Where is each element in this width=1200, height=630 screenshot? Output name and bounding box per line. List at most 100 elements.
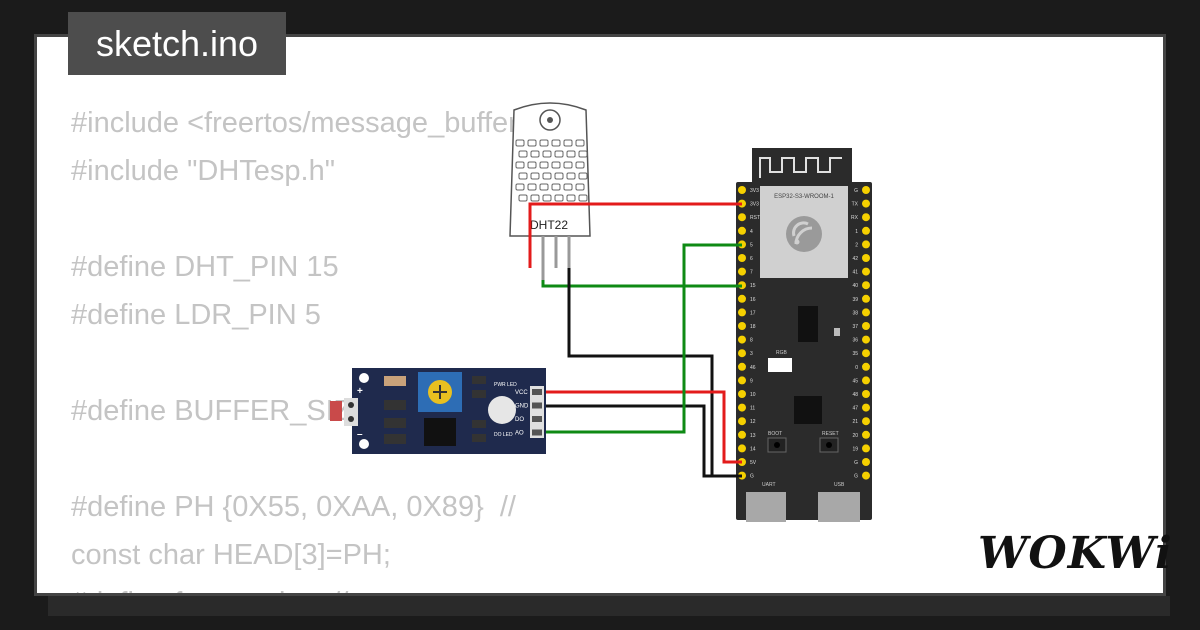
- esp-pin-right[interactable]: [862, 322, 870, 330]
- esp-pin-label: 38: [852, 310, 858, 316]
- esp-pin-right[interactable]: [862, 213, 870, 222]
- boot-button-label: BOOT: [768, 431, 782, 437]
- wire-ldr-vcc[interactable]: [546, 390, 742, 464]
- wires: [528, 202, 742, 478]
- esp-pin-right[interactable]: [862, 254, 870, 262]
- esp-pin-right[interactable]: [862, 458, 870, 466]
- esp-pin-right[interactable]: [862, 294, 870, 303]
- esp-pin-left[interactable]: [738, 226, 746, 235]
- esp-pin-right[interactable]: [862, 403, 870, 412]
- esp-pin-label: 10: [750, 392, 756, 398]
- esp-pin-right[interactable]: [862, 349, 870, 358]
- esp-pin-label: 12: [750, 419, 756, 425]
- uart-usb-port: [746, 492, 786, 522]
- esp-pin-left[interactable]: [738, 335, 746, 344]
- rgb-led: [768, 358, 792, 372]
- esp-pin-left[interactable]: [738, 213, 746, 222]
- esp-pin-label: 3V3: [750, 202, 759, 208]
- esp-pin-left[interactable]: [738, 403, 746, 412]
- esp-pin-left[interactable]: [738, 376, 746, 385]
- esp-pin-label: 16: [750, 297, 756, 303]
- esp-pin-right[interactable]: [862, 335, 870, 344]
- esp-pin-right[interactable]: [862, 308, 870, 317]
- ldr-pin[interactable]: [532, 402, 542, 409]
- esp-pin-right[interactable]: [862, 376, 870, 385]
- esp32-s3-board[interactable]: ESP32-S3-WROOM-1 RGB BOOT RESET UART USB…: [736, 148, 872, 522]
- esp-pin-left[interactable]: [738, 267, 746, 276]
- pwr-led-label: PWR LED: [494, 382, 517, 388]
- esp-pin-label: RX: [851, 215, 859, 221]
- module-label: ESP32-S3-WROOM-1: [774, 194, 834, 200]
- esp-pin-label: G: [854, 188, 858, 194]
- code-editor: #include <freertos/message_buffer.h> #inc…: [71, 99, 558, 593]
- esp-pin-right[interactable]: [862, 471, 870, 480]
- esp-pin-label: 0: [855, 365, 858, 371]
- ldr-pin[interactable]: [532, 389, 542, 395]
- card-shadow: [48, 596, 1170, 616]
- wire-ldr-gnd[interactable]: [546, 404, 742, 478]
- esp-pin-left[interactable]: [738, 349, 746, 358]
- esp-pin-left[interactable]: [738, 254, 746, 262]
- file-tab[interactable]: sketch.ino: [68, 12, 286, 75]
- esp-pin-right[interactable]: [862, 226, 870, 235]
- code-line: const char HEAD[3]=PH;: [71, 539, 391, 571]
- esp-pin-label: 36: [852, 338, 858, 344]
- esp-pin-left[interactable]: [738, 322, 746, 330]
- usb-port: [818, 492, 860, 522]
- esp-pin-label: 48: [852, 392, 858, 398]
- esp-pin-label: 6: [750, 256, 753, 262]
- rgb-label: RGB: [776, 350, 788, 356]
- esp-pin-label: 5V: [750, 460, 757, 466]
- esp-pin-label: 5: [750, 242, 753, 248]
- code-line: #include "DHTesp.h": [71, 155, 336, 187]
- wire-dht-vcc[interactable]: [528, 202, 742, 268]
- esp-pin-left[interactable]: [738, 308, 746, 317]
- esp-pin-left[interactable]: [738, 444, 746, 453]
- esp-pin-left[interactable]: [738, 362, 746, 371]
- code-line: #define LDR_PIN 5: [71, 299, 321, 331]
- esp-pin-label: 2: [855, 242, 858, 248]
- esp-pin-label: 37: [852, 324, 858, 330]
- pwr-led: [488, 396, 516, 424]
- antenna-trace: [759, 157, 842, 178]
- esp-pin-right[interactable]: [862, 444, 870, 453]
- esp-pin-right[interactable]: [862, 199, 870, 208]
- esp-pin-label: 11: [750, 406, 755, 412]
- code-line: #include <freertos/message_buffer.h>: [71, 107, 558, 139]
- ldr-pin[interactable]: [532, 429, 542, 436]
- esp-pin-right[interactable]: [862, 390, 870, 398]
- wire-dht-gnd[interactable]: [567, 268, 742, 478]
- esp-pin-label: 9: [750, 378, 753, 384]
- reset-button-label: RESET: [822, 431, 839, 437]
- ldr-pin[interactable]: [532, 416, 542, 422]
- esp-pin-right[interactable]: [862, 240, 870, 249]
- esp-pin-right[interactable]: [862, 417, 870, 426]
- esp-pin-label: 42: [852, 256, 858, 262]
- wire-ldr-ao[interactable]: [546, 243, 742, 434]
- dht22-sensor[interactable]: DHT22: [509, 102, 591, 280]
- esp-pin-right[interactable]: [862, 281, 870, 290]
- chip: [798, 306, 818, 342]
- esp-pin-label: 8: [750, 338, 753, 344]
- esp-pin-label: 19: [852, 446, 858, 452]
- photoresistor: [330, 401, 342, 421]
- esp-pin-left[interactable]: [738, 430, 746, 439]
- ldr-pin-label: VCC: [515, 390, 528, 396]
- esp-pin-right[interactable]: [862, 362, 870, 371]
- esp-pin-left[interactable]: [738, 390, 746, 398]
- esp-pin-left[interactable]: [738, 417, 746, 426]
- esp-pin-label: 39: [852, 297, 858, 303]
- do-led-label: DO LED: [494, 432, 513, 438]
- esp-pin-left[interactable]: [738, 186, 746, 194]
- wire-dht-data[interactable]: [541, 280, 742, 288]
- esp-pin-left[interactable]: [738, 294, 746, 303]
- esp-pin-right[interactable]: [862, 267, 870, 276]
- ldr-pin-label: AO: [515, 431, 524, 437]
- esp-pin-right[interactable]: [862, 186, 870, 194]
- esp-pin-label: 3: [750, 351, 753, 357]
- esp-pin-label: 45: [852, 378, 858, 384]
- esp-pin-right[interactable]: [862, 430, 870, 439]
- dht-vent-grid: [515, 139, 588, 202]
